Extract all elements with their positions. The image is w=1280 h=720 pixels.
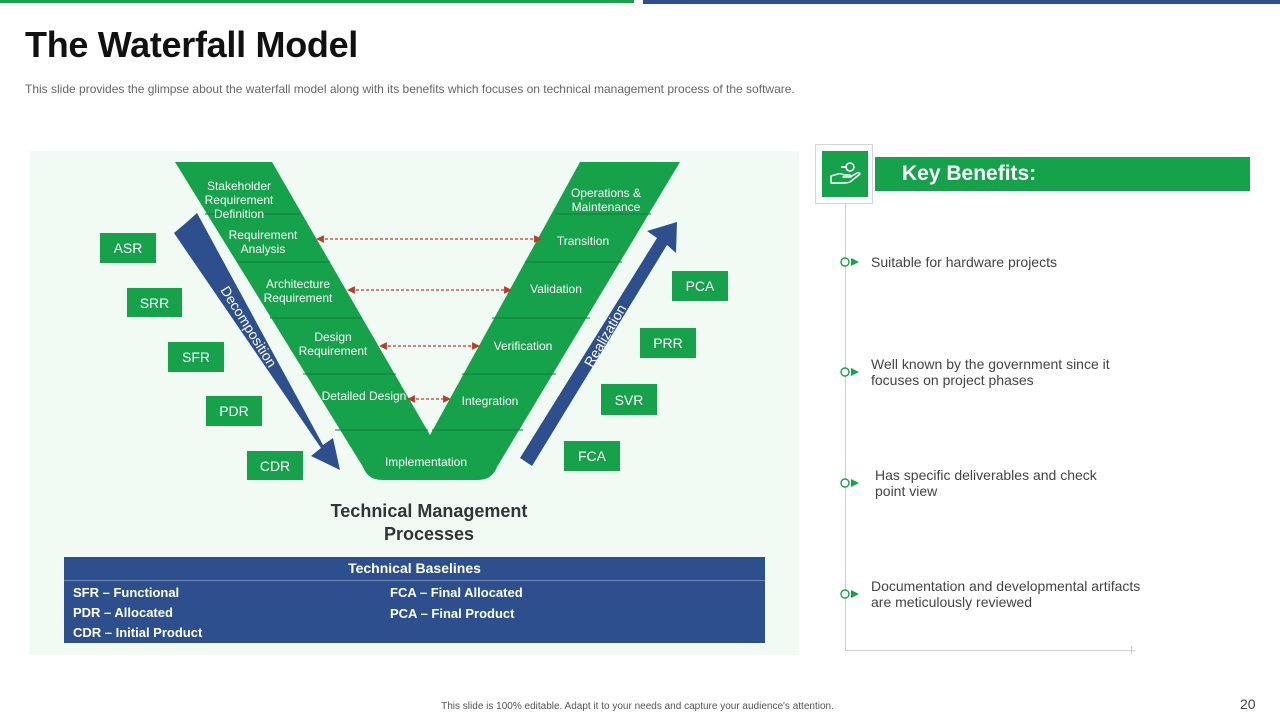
baseline-item: FCA – Final Allocated xyxy=(390,585,523,600)
benefit-item: Documentation and developmental artifact… xyxy=(871,578,1141,610)
stage-transition: Transition xyxy=(556,234,610,248)
review-tag-pdr: PDR xyxy=(206,396,262,426)
baseline-item: CDR – Initial Product xyxy=(73,625,203,640)
bullet-icon xyxy=(840,589,859,599)
timeline-end-tick xyxy=(1131,646,1132,654)
review-tag-cdr: CDR xyxy=(247,451,303,480)
timeline-line xyxy=(845,204,846,651)
v-shape xyxy=(175,162,680,480)
key-benefits-header: Key Benefits: xyxy=(875,157,1250,191)
stage-operations-maintenance: Operations & Maintenance xyxy=(570,186,642,214)
benefit-item: Has specific deliverables and check poin… xyxy=(875,467,1097,499)
benefit-item: Well known by the government since it fo… xyxy=(871,356,1110,388)
stage-architecture-requirement: Architecture Requirement xyxy=(263,277,333,305)
baseline-item: PDR – Allocated xyxy=(73,605,173,620)
key-benefits-title: Key Benefits: xyxy=(902,162,1037,185)
review-tag-fca: FCA xyxy=(564,441,620,471)
baselines-header: Technical Baselines xyxy=(64,557,765,581)
footer-note: This slide is 100% editable. Adapt it to… xyxy=(441,701,834,712)
page-title: The Waterfall Model xyxy=(25,24,358,65)
stage-design-requirement: Design Requirement xyxy=(298,330,368,358)
diagram-caption: Technical Management Processes xyxy=(330,501,528,544)
stage-detailed-design: Detailed Design xyxy=(321,389,407,403)
bullet-icon xyxy=(840,367,859,377)
page-number: 20 xyxy=(1240,696,1256,712)
review-tag-srr: SRR xyxy=(127,288,182,317)
top-accent-bar-green xyxy=(0,0,634,3)
review-tag-svr: SVR xyxy=(601,384,657,415)
realization-arrow xyxy=(520,222,677,466)
decomposition-arrow xyxy=(174,213,340,470)
hand-coin-icon xyxy=(822,151,868,197)
review-tag-prr: PRR xyxy=(640,328,696,358)
top-accent-bar-blue xyxy=(643,0,1280,4)
key-benefits-icon-frame xyxy=(815,144,873,204)
page-subtitle: This slide provides the glimpse about th… xyxy=(25,82,795,96)
technical-baselines-box: Technical Baselines SFR – Functional PDR… xyxy=(64,557,765,643)
baseline-item: PCA – Final Product xyxy=(390,606,515,621)
benefit-item: Suitable for hardware projects xyxy=(871,254,1057,270)
timeline-baseline xyxy=(845,650,1135,651)
stage-integration: Integration xyxy=(461,394,519,408)
review-tag-sfr: SFR xyxy=(168,342,224,372)
stage-implementation: Implementation xyxy=(384,455,468,469)
stage-validation: Validation xyxy=(530,282,582,296)
stage-requirement-analysis: Requirement Analysis xyxy=(228,228,298,256)
bullet-icon xyxy=(840,478,859,488)
review-tag-pca: PCA xyxy=(672,271,728,301)
bullet-icon xyxy=(840,257,859,267)
review-tag-asr: ASR xyxy=(100,233,156,263)
baseline-item: SFR – Functional xyxy=(73,585,180,600)
stage-stakeholder-requirement: Stakeholder Requirement Definition xyxy=(204,179,274,221)
stage-verification: Verification xyxy=(493,339,553,353)
